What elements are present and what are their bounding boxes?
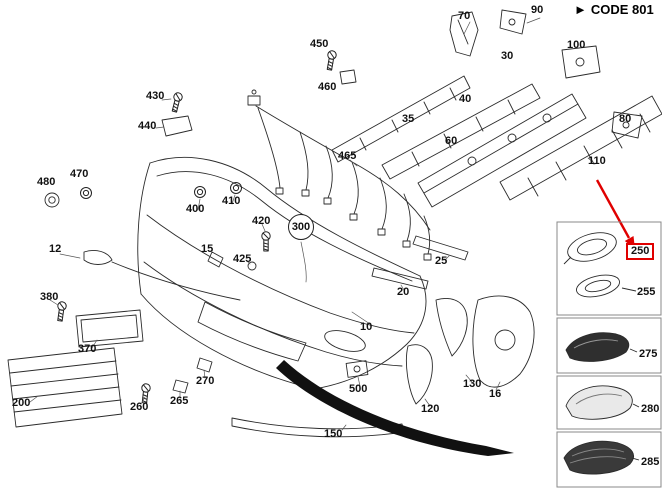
mounting-brackets (161, 9, 643, 139)
part-label-400[interactable]: 400 (186, 203, 205, 215)
part-label-25[interactable]: 25 (435, 255, 448, 267)
part-label-460[interactable]: 460 (318, 81, 337, 93)
sidebar-boxes (556, 221, 662, 488)
part-label-120[interactable]: 120 (421, 403, 440, 415)
bumper-reinforcement (499, 95, 662, 201)
part-label-16[interactable]: 16 (489, 388, 502, 400)
impact-absorbers (331, 75, 587, 208)
part-label-150[interactable]: 150 (324, 428, 343, 440)
part-label-275[interactable]: 275 (639, 348, 658, 360)
part-label-440[interactable]: 440 (138, 120, 157, 132)
part-label-285[interactable]: 285 (641, 456, 660, 468)
lower-grille (7, 347, 123, 428)
sidebar-part-art (563, 232, 640, 475)
part-label-260[interactable]: 260 (130, 401, 149, 413)
part-label-40[interactable]: 40 (459, 93, 472, 105)
part-label-130[interactable]: 130 (463, 378, 482, 390)
part-label-100[interactable]: 100 (567, 39, 586, 51)
arrow-right-icon: ► (574, 2, 587, 17)
part-label-90[interactable]: 90 (531, 4, 544, 16)
part-label-480[interactable]: 480 (37, 176, 56, 188)
part-label-200[interactable]: 200 (12, 397, 31, 409)
part-label-250-highlighted[interactable]: 250 (626, 243, 655, 260)
part-label-10[interactable]: 10 (360, 321, 373, 333)
code-text: CODE 801 (590, 2, 654, 17)
part-label-60[interactable]: 60 (445, 135, 458, 147)
small-brackets (172, 251, 369, 394)
part-label-410[interactable]: 410 (222, 195, 241, 207)
part-label-420[interactable]: 420 (252, 215, 271, 227)
fasteners (55, 49, 338, 404)
bumper-cover (137, 157, 427, 390)
leader-lines (29, 17, 596, 431)
part-label-265[interactable]: 265 (170, 395, 189, 407)
part-label-430[interactable]: 430 (146, 90, 165, 102)
part-label-370[interactable]: 370 (78, 343, 97, 355)
part-label-35[interactable]: 35 (402, 113, 415, 125)
part-label-12[interactable]: 12 (49, 243, 62, 255)
part-label-470[interactable]: 470 (70, 168, 89, 180)
part-label-500[interactable]: 500 (349, 383, 368, 395)
part-label-450[interactable]: 450 (310, 38, 329, 50)
part-label-465[interactable]: 465 (338, 150, 357, 162)
fog-lamp-brackets (405, 295, 535, 405)
part-label-20[interactable]: 20 (397, 286, 410, 298)
part-label-380[interactable]: 380 (40, 291, 59, 303)
misc-strips (83, 235, 469, 301)
part-label-280[interactable]: 280 (641, 403, 660, 415)
part-label-80[interactable]: 80 (619, 113, 632, 125)
part-label-300[interactable]: 300 (288, 214, 314, 240)
part-label-30[interactable]: 30 (501, 50, 514, 62)
part-label-110[interactable]: 110 (588, 155, 606, 167)
part-label-425[interactable]: 425 (233, 253, 252, 265)
part-label-70[interactable]: 70 (458, 10, 471, 22)
code-label: ► CODE 801 (574, 2, 654, 17)
part-label-255[interactable]: 255 (637, 286, 656, 298)
license-plate-filler (75, 309, 144, 348)
red-arrow (595, 179, 635, 249)
part-label-270[interactable]: 270 (196, 375, 215, 387)
part-label-15[interactable]: 15 (201, 243, 214, 255)
parking-sensors (44, 182, 242, 208)
